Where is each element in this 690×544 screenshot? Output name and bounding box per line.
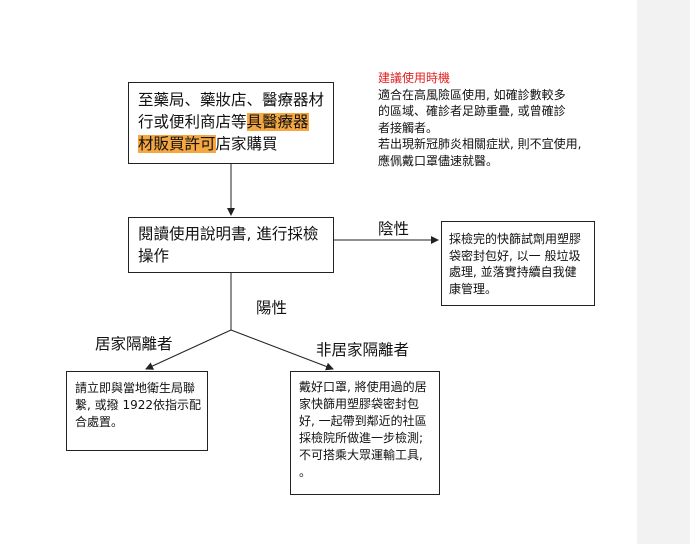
arrow-to-home-isolated	[145, 329, 232, 370]
non-isolated-box: 戴好口罩, 將使用過的居家快篩用塑膠袋密封包好, 一起帶到鄰近的社區採檢院所做進…	[290, 371, 440, 495]
read-instructions-box: 閱讀使用說明書, 進行採檢操作	[128, 217, 334, 273]
recommendation-paragraph-1: 適合在高風險區使用, 如確診數較多的區域、確診者足跡重疊, 或曾確診者接觸者。	[378, 87, 566, 135]
purchase-step-box: 至藥局、藥妝店、醫療器材行或便利商店等具醫療器材販買許可店家購買	[128, 82, 334, 164]
negative-result-text: 採檢完的快篩試劑用塑膠袋密封包好, 以一 般垃圾處理, 並落實持續自我健康管理。	[449, 232, 582, 296]
home-isolated-text: 請立即與當地衛生局聯繫, 或撥 1922依指示配合處置。	[75, 381, 201, 429]
purchase-step-highlight-2: 材販買許可	[138, 135, 216, 153]
recommendation-note: 建議使用時機 適合在高風險區使用, 如確診數較多的區域、確診者足跡重疊, 或曾確…	[378, 70, 608, 169]
home-isolated-box: 請立即與當地衛生局聯繫, 或撥 1922依指示配合處置。	[66, 371, 208, 451]
purchase-step-highlight-1: 具醫療器	[246, 113, 309, 131]
non-isolated-label: 非居家隔離者	[316, 341, 410, 359]
negative-label: 陰性	[378, 220, 410, 238]
purchase-step-text-end: 店家購買	[215, 135, 278, 153]
home-isolated-label: 居家隔離者	[95, 335, 173, 353]
non-isolated-text: 戴好口罩, 將使用過的居家快篩用塑膠袋密封包好, 一起帶到鄰近的社區採檢院所做進…	[299, 380, 427, 479]
arrow-to-non-isolated	[230, 329, 334, 371]
recommendation-title: 建議使用時機	[378, 71, 451, 85]
side-panel	[637, 0, 690, 544]
negative-result-box: 採檢完的快篩試劑用塑膠袋密封包好, 以一 般垃圾處理, 並落實持續自我健康管理。	[441, 221, 595, 306]
read-instructions-text: 閱讀使用說明書, 進行採檢操作	[138, 225, 319, 265]
positive-label: 陽性	[256, 299, 288, 317]
recommendation-paragraph-2: 若出現新冠肺炎相關症狀, 則不宜使用, 應佩戴口罩儘速就醫。	[378, 137, 582, 168]
purchase-step-text: 至藥局、藥妝店、醫療器材行或便利商店等	[138, 91, 325, 131]
